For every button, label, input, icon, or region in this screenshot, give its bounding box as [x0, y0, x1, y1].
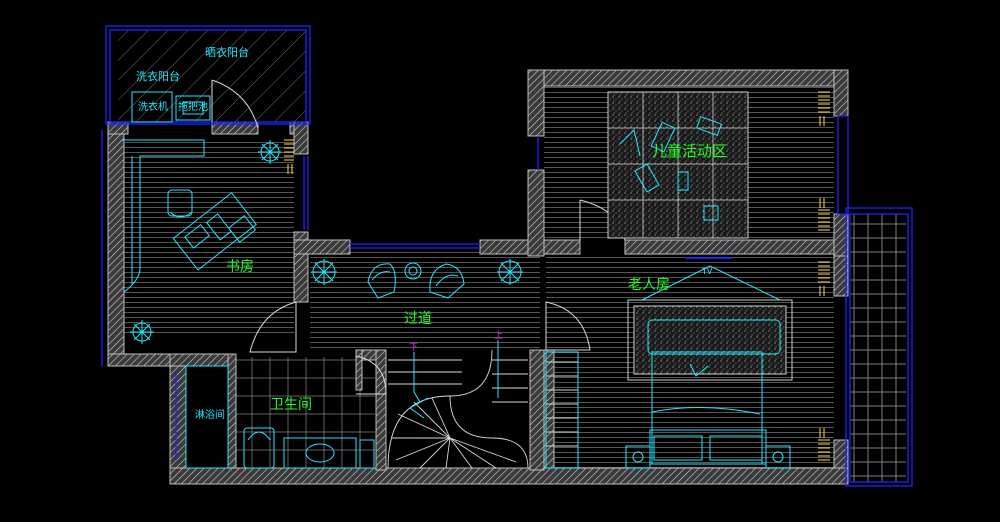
label-corridor: 过道	[404, 311, 432, 327]
stair-arrows	[409, 340, 499, 419]
plant-icons	[130, 140, 523, 344]
bathroom-fixtures	[185, 365, 375, 469]
plant-icon	[497, 259, 523, 285]
label-kids-area: 儿童活动区	[652, 142, 727, 160]
corridor-furniture	[367, 262, 465, 299]
label-washer: 洗衣机	[138, 100, 168, 113]
label-mop-sink: 拖把池	[178, 100, 208, 113]
label-laundry-balcony: 洗衣阳台	[136, 69, 180, 83]
plant-icon	[258, 140, 282, 164]
walls	[107, 69, 849, 485]
study-furniture	[122, 139, 257, 293]
label-shower: 淋浴间	[195, 408, 225, 421]
radiators	[284, 91, 830, 461]
label-drying-balcony: 晒衣阳台	[205, 45, 249, 59]
kids-play-mat	[607, 91, 749, 239]
elder-room-furniture	[545, 257, 793, 469]
staircase	[387, 349, 529, 469]
floor-fills	[118, 30, 906, 482]
label-study: 书房	[226, 259, 254, 275]
plant-icon	[311, 259, 337, 285]
laundry-fixtures	[131, 91, 211, 123]
label-stair-up: 上	[494, 330, 503, 341]
label-bathroom: 卫生间	[270, 397, 312, 413]
windows	[101, 25, 913, 487]
label-elder-room: 老人房	[628, 277, 670, 293]
label-tv: TV	[701, 267, 713, 276]
label-stair-down: 下	[409, 343, 418, 353]
plant-icon	[130, 320, 154, 344]
room-labels: 晒衣阳台 洗衣阳台 洗衣机 拖把池 书房 儿童活动区 过道 老人房 卫生间 淋浴…	[136, 45, 727, 421]
